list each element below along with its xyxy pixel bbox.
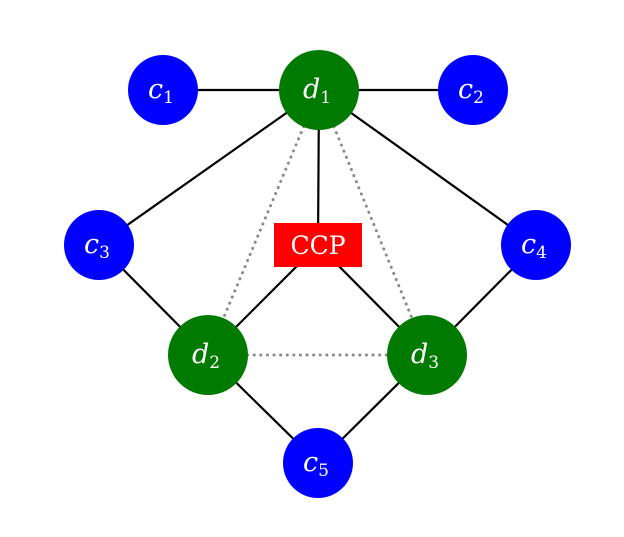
node-c2-circle [438,55,508,125]
node-c5: c5 [283,428,353,498]
node-c4-subscript: 4 [536,243,547,263]
node-c3: c3 [64,210,134,280]
node-d2-subscript: 2 [209,353,220,373]
ccp-label: CCP [290,231,345,260]
node-c1: c1 [128,55,198,125]
edge-d1-c3 [98,89,320,246]
ccp-box [274,223,362,267]
node-d2-base: d [192,339,209,370]
node-c3-circle [64,210,134,280]
node-d1-base: d [303,74,320,105]
node-d2-label: d2 [192,339,220,373]
node-c3-subscript: 3 [99,243,110,263]
node-c5-subscript: 5 [318,461,329,481]
node-c1-base: c [148,74,163,105]
node-c1-label: c1 [148,74,174,108]
node-c2-subscript: 2 [473,88,484,108]
node-d1: d1 [279,50,359,130]
node-d3-base: d [411,339,428,370]
edges [98,88,537,464]
node-c4-label: c4 [521,229,547,263]
ccp-node: CCP [274,223,362,267]
node-c2: c2 [438,55,508,125]
node-c5-circle [283,428,353,498]
node-d3: d3 [387,315,467,395]
node-d3-label: d3 [411,339,439,373]
node-c3-label: c3 [84,229,110,263]
node-c5-label: c5 [303,447,329,481]
node-c2-base: c [458,74,473,105]
node-d3-circle [387,315,467,395]
node-d1-label: d1 [303,74,331,108]
node-c4-circle [501,210,571,280]
node-c3-base: c [84,229,99,260]
node-d1-subscript: 1 [320,88,331,108]
node-d2: d2 [168,315,248,395]
node-c5-base: c [303,447,318,478]
node-d2-circle [168,315,248,395]
node-c1-subscript: 1 [163,88,174,108]
edge-d1-c4 [318,89,537,246]
node-c1-circle [128,55,198,125]
dotted-edge-d1-d3 [317,88,429,357]
node-d1-circle [279,50,359,130]
node-c4: c4 [501,210,571,280]
node-c4-base: c [521,229,536,260]
node-c2-label: c2 [458,74,484,108]
node-d3-subscript: 3 [428,353,439,373]
